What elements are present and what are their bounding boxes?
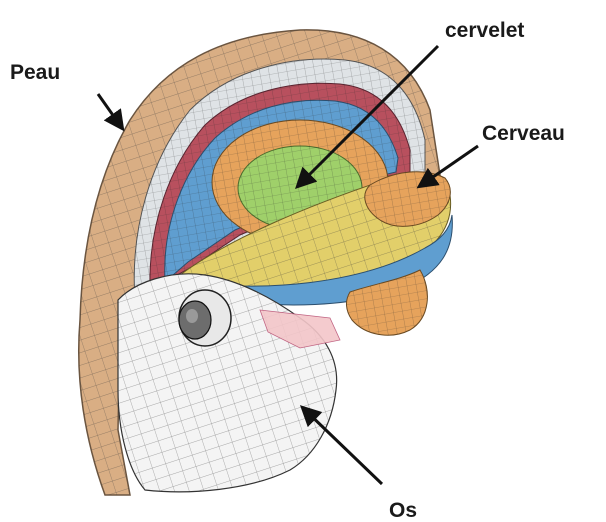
label-cerveau: Cerveau (482, 123, 565, 144)
label-peau: Peau (10, 62, 60, 83)
arrow-peau (98, 94, 122, 128)
label-os: Os (389, 500, 417, 521)
skull-face (118, 274, 340, 492)
label-cervelet: cervelet (445, 20, 524, 41)
